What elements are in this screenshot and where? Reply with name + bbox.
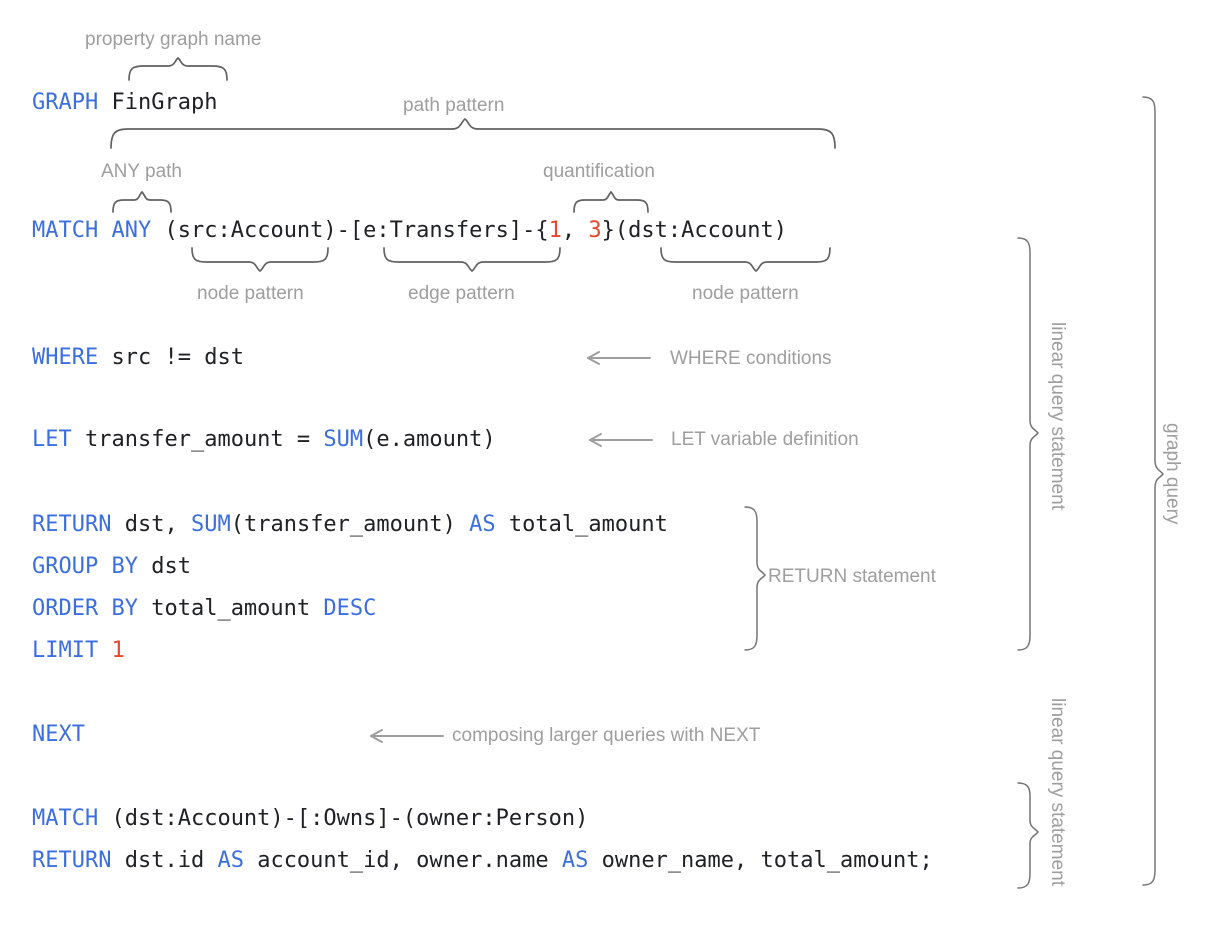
sp-m21 <box>98 806 111 831</box>
order-by-expression: total_amount <box>151 596 311 621</box>
quant-max: 3 <box>588 218 602 243</box>
brace-edge-pattern <box>383 247 561 273</box>
sp-w1 <box>98 345 111 370</box>
let-expression-left: transfer_amount = <box>85 427 324 452</box>
quant-brace-close: } <box>601 218 615 243</box>
keyword-graph: GRAPH <box>32 90 99 115</box>
brace-path-pattern <box>110 117 836 149</box>
return-expression-a: dst, <box>124 512 191 537</box>
code-line-order-by: ORDER BY total_amount DESC <box>32 596 376 622</box>
let-expression-right: (e.amount) <box>363 427 496 452</box>
code-line-return-2: RETURN dst.id AS account_id, owner.name … <box>32 848 933 874</box>
brace-linear-query-statement-1 <box>1017 237 1039 651</box>
arrow-composing-next <box>370 729 444 743</box>
brace-node-pattern-dst <box>660 247 831 273</box>
sp-l1 <box>72 427 85 452</box>
function-sum-let: SUM <box>323 427 364 452</box>
keyword-return: RETURN <box>32 512 112 537</box>
label-quantification: quantification <box>543 161 655 182</box>
return-2-expression-b: account_id, owner.name <box>243 848 562 873</box>
code-line-where: WHERE src != dst <box>32 345 244 371</box>
keyword-match-2: MATCH <box>32 806 99 831</box>
sp-o2 <box>310 596 323 621</box>
keyword-order-by: ORDER BY <box>32 596 138 621</box>
code-line-group-by: GROUP BY dst <box>32 554 191 580</box>
code-line-match: MATCH ANY (src:Account)-[e:Transfers]-{1… <box>32 218 787 244</box>
return-expression-b: (transfer_amount) <box>230 512 470 537</box>
arrow-let-variable-definition <box>589 433 653 447</box>
label-node-pattern-src: node pattern <box>197 283 304 304</box>
sp-g1 <box>138 554 151 579</box>
keyword-return-2: RETURN <box>32 848 112 873</box>
label-any-path: ANY path <box>101 161 182 182</box>
brace-return-statement <box>744 506 766 651</box>
label-let-variable-definition: LET variable definition <box>671 429 859 450</box>
limit-value: 1 <box>111 638 125 663</box>
label-linear-query-statement-1: linear query statement <box>1047 322 1068 510</box>
label-path-pattern: path pattern <box>403 95 505 116</box>
match-2-expression: (dst:Account)-[:Owns]-(owner:Person) <box>111 806 589 831</box>
brace-node-pattern-src <box>191 247 329 273</box>
keyword-limit: LIMIT <box>32 638 99 663</box>
keyword-as-return: AS <box>469 512 496 537</box>
graph-name-fingraph: FinGraph <box>111 90 218 115</box>
brace-quantification <box>573 190 649 213</box>
label-linear-query-statement-2: linear query statement <box>1047 698 1068 886</box>
sp-o1 <box>138 596 151 621</box>
sp-m2 <box>151 218 164 243</box>
brace-linear-query-statement-2 <box>1017 782 1039 889</box>
dash-2: - <box>522 218 536 243</box>
brace-any-path <box>112 190 172 213</box>
code-line-match-2: MATCH (dst:Account)-[:Owns]-(owner:Perso… <box>32 806 588 832</box>
label-edge-pattern: edge pattern <box>408 283 515 304</box>
sp-r1 <box>111 512 124 537</box>
keyword-match: MATCH <box>32 218 99 243</box>
keyword-next: NEXT <box>32 722 85 747</box>
dash-1: - <box>336 218 350 243</box>
keyword-as-2: AS <box>561 848 589 873</box>
return-2-expression-a: dst.id <box>124 848 218 873</box>
return-2-expression-c: owner_name, total_amount; <box>588 848 933 873</box>
label-where-conditions: WHERE conditions <box>670 348 832 369</box>
keyword-group-by: GROUP BY <box>32 554 138 579</box>
code-line-graph: GRAPH FinGraph <box>32 90 217 116</box>
label-property-graph-name: property graph name <box>85 29 262 50</box>
label-composing-next: composing larger queries with NEXT <box>452 725 761 746</box>
code-line-return: RETURN dst, SUM(transfer_amount) AS tota… <box>32 512 668 538</box>
edge-pattern-text: [e:Transfers] <box>349 218 523 243</box>
sp-m1 <box>98 218 111 243</box>
sp-li1 <box>98 638 111 663</box>
code-line-next: NEXT <box>32 722 85 748</box>
quant-sep: , <box>561 218 589 243</box>
brace-graph-query <box>1142 96 1164 886</box>
arrow-where-conditions <box>587 351 651 365</box>
keyword-as-1: AS <box>217 848 244 873</box>
node-pattern-src-text: (src:Account) <box>164 218 337 243</box>
return-expression-c: total_amount <box>495 512 668 537</box>
node-pattern-dst-text: (dst:Account) <box>614 218 788 243</box>
label-return-statement: RETURN statement <box>768 566 936 587</box>
code-line-let: LET transfer_amount = SUM(e.amount) <box>32 427 496 453</box>
code-line-limit: LIMIT 1 <box>32 638 125 664</box>
sp-r21 <box>111 848 124 873</box>
keyword-any: ANY <box>111 218 152 243</box>
quant-min: 1 <box>548 218 562 243</box>
function-sum-return: SUM <box>190 512 231 537</box>
keyword-desc: DESC <box>323 596 377 621</box>
quant-brace-open: { <box>535 218 549 243</box>
label-node-pattern-dst: node pattern <box>692 283 799 304</box>
group-by-expression: dst <box>151 554 191 579</box>
keyword-let: LET <box>32 427 72 452</box>
brace-property-graph-name <box>128 56 228 81</box>
label-graph-query: graph query <box>1162 423 1183 525</box>
where-expression: src != dst <box>111 345 244 370</box>
space-1 <box>98 90 111 115</box>
keyword-where: WHERE <box>32 345 99 370</box>
